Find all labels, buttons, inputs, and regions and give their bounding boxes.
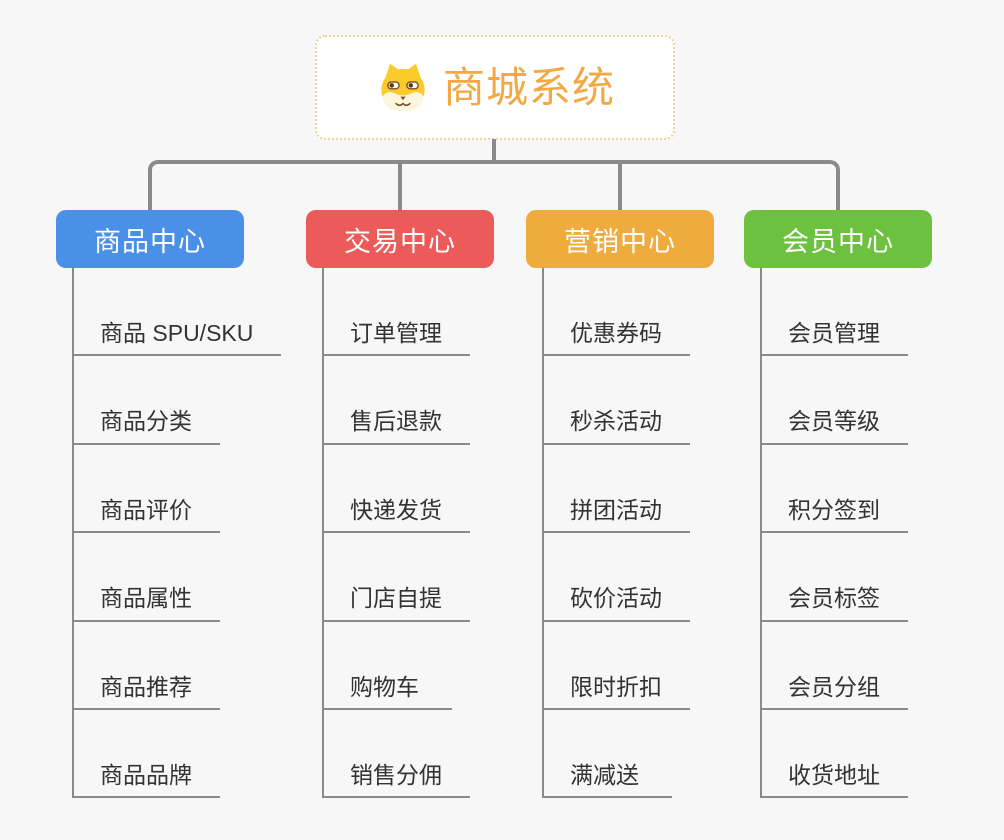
topic-item[interactable]: 积分签到 bbox=[762, 445, 908, 534]
topic-item[interactable]: 秒杀活动 bbox=[544, 356, 690, 445]
topic-item[interactable]: 商品推荐 bbox=[74, 622, 220, 710]
topic-item[interactable]: 商品分类 bbox=[74, 356, 220, 445]
branch-label: 会员中心 bbox=[782, 226, 894, 257]
topic-item[interactable]: 商品评价 bbox=[74, 445, 220, 534]
topic-item[interactable]: 满减送 bbox=[544, 710, 672, 799]
root-node[interactable]: 商城系统 bbox=[315, 35, 675, 140]
drop-connector-marketing bbox=[618, 162, 622, 210]
branch-label: 交易中心 bbox=[344, 226, 456, 257]
topic-item[interactable]: 收货地址 bbox=[762, 710, 908, 799]
topic-item[interactable]: 会员管理 bbox=[762, 268, 908, 357]
branch-node-trade[interactable]: 交易中心 bbox=[306, 210, 494, 268]
root-title: 商城系统 bbox=[442, 63, 615, 111]
topic-item[interactable]: 限时折扣 bbox=[544, 622, 690, 710]
topic-item[interactable]: 销售分佣 bbox=[324, 710, 470, 799]
topic-item[interactable]: 售后退款 bbox=[324, 356, 470, 445]
topic-item[interactable]: 拼团活动 bbox=[544, 445, 690, 534]
branch-label: 营销中心 bbox=[564, 226, 676, 257]
dog-face-icon bbox=[381, 63, 425, 111]
topic-item[interactable]: 商品 SPU/SKU bbox=[74, 268, 282, 357]
topic-item[interactable]: 砍价活动 bbox=[544, 533, 690, 622]
topic-item[interactable]: 购物车 bbox=[324, 622, 452, 710]
branch-node-products[interactable]: 商品中心 bbox=[56, 210, 244, 268]
topic-item[interactable]: 快递发货 bbox=[324, 445, 470, 534]
branch-node-members[interactable]: 会员中心 bbox=[744, 210, 932, 268]
topic-list-members: 会员管理 会员等级 积分签到 会员标签 会员分组 收货地址 bbox=[760, 268, 908, 799]
topic-item[interactable]: 会员分组 bbox=[762, 622, 908, 710]
topic-item[interactable]: 订单管理 bbox=[324, 268, 470, 357]
branch-bus-connector bbox=[148, 160, 840, 210]
drop-connector-trade bbox=[398, 162, 402, 210]
topic-item[interactable]: 优惠券码 bbox=[544, 268, 690, 357]
topic-list-trade: 订单管理 售后退款 快递发货 门店自提 购物车 销售分佣 bbox=[322, 268, 470, 799]
root-stem-connector bbox=[492, 139, 496, 162]
topic-list-products: 商品 SPU/SKU 商品分类 商品评价 商品属性 商品推荐 商品品牌 bbox=[72, 268, 282, 799]
topic-item[interactable]: 商品品牌 bbox=[74, 710, 220, 799]
topic-item[interactable]: 会员标签 bbox=[762, 533, 908, 622]
topic-item[interactable]: 商品属性 bbox=[74, 533, 220, 622]
branch-node-marketing[interactable]: 营销中心 bbox=[526, 210, 714, 268]
branch-label: 商品中心 bbox=[94, 226, 206, 257]
topic-list-marketing: 优惠券码 秒杀活动 拼团活动 砍价活动 限时折扣 满减送 bbox=[542, 268, 690, 799]
topic-item[interactable]: 门店自提 bbox=[324, 533, 470, 622]
topic-item[interactable]: 会员等级 bbox=[762, 356, 908, 445]
